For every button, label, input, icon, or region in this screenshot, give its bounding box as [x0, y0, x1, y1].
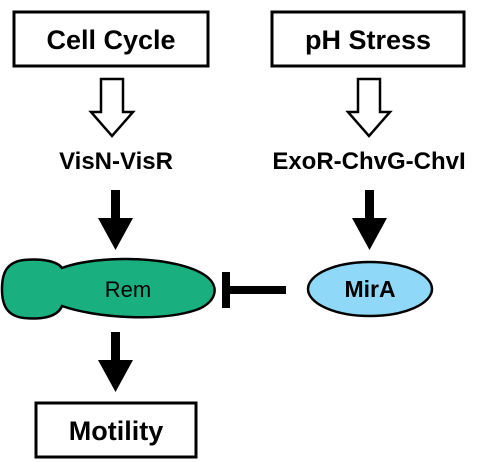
ph-stress-node: pH Stress — [270, 10, 466, 68]
ph-stress-label: pH Stress — [305, 25, 431, 55]
mira-node: MirA — [306, 260, 434, 318]
motility-label: Motility — [69, 416, 164, 446]
mira-label: MirA — [344, 276, 395, 302]
solid-arrow-exor-to-mira — [352, 190, 387, 250]
ph-stress-box — [270, 10, 466, 68]
visn-visr-label: VisN-VisR — [59, 148, 173, 175]
solid-arrow-rem-to-motility — [98, 332, 133, 392]
rem-shape — [0, 257, 216, 320]
cell-cycle-node: Cell Cycle — [12, 10, 210, 68]
rem-node: Rem — [0, 257, 216, 320]
exor-chvg-chvi-label: ExoR-ChvG-ChvI — [272, 148, 465, 175]
cell-cycle-box — [12, 10, 210, 68]
inhibition-mira-to-rem — [222, 272, 286, 308]
cell-cycle-label: Cell Cycle — [46, 25, 175, 55]
hollow-arrow-cellcycle-to-visn — [88, 77, 136, 138]
rem-label: Rem — [105, 277, 151, 302]
mira-shape — [306, 260, 434, 318]
motility-box — [34, 401, 198, 459]
motility-node: Motility — [34, 401, 198, 459]
hollow-arrow-phstress-to-exor — [345, 77, 393, 138]
solid-arrow-visn-to-rem — [98, 190, 133, 250]
